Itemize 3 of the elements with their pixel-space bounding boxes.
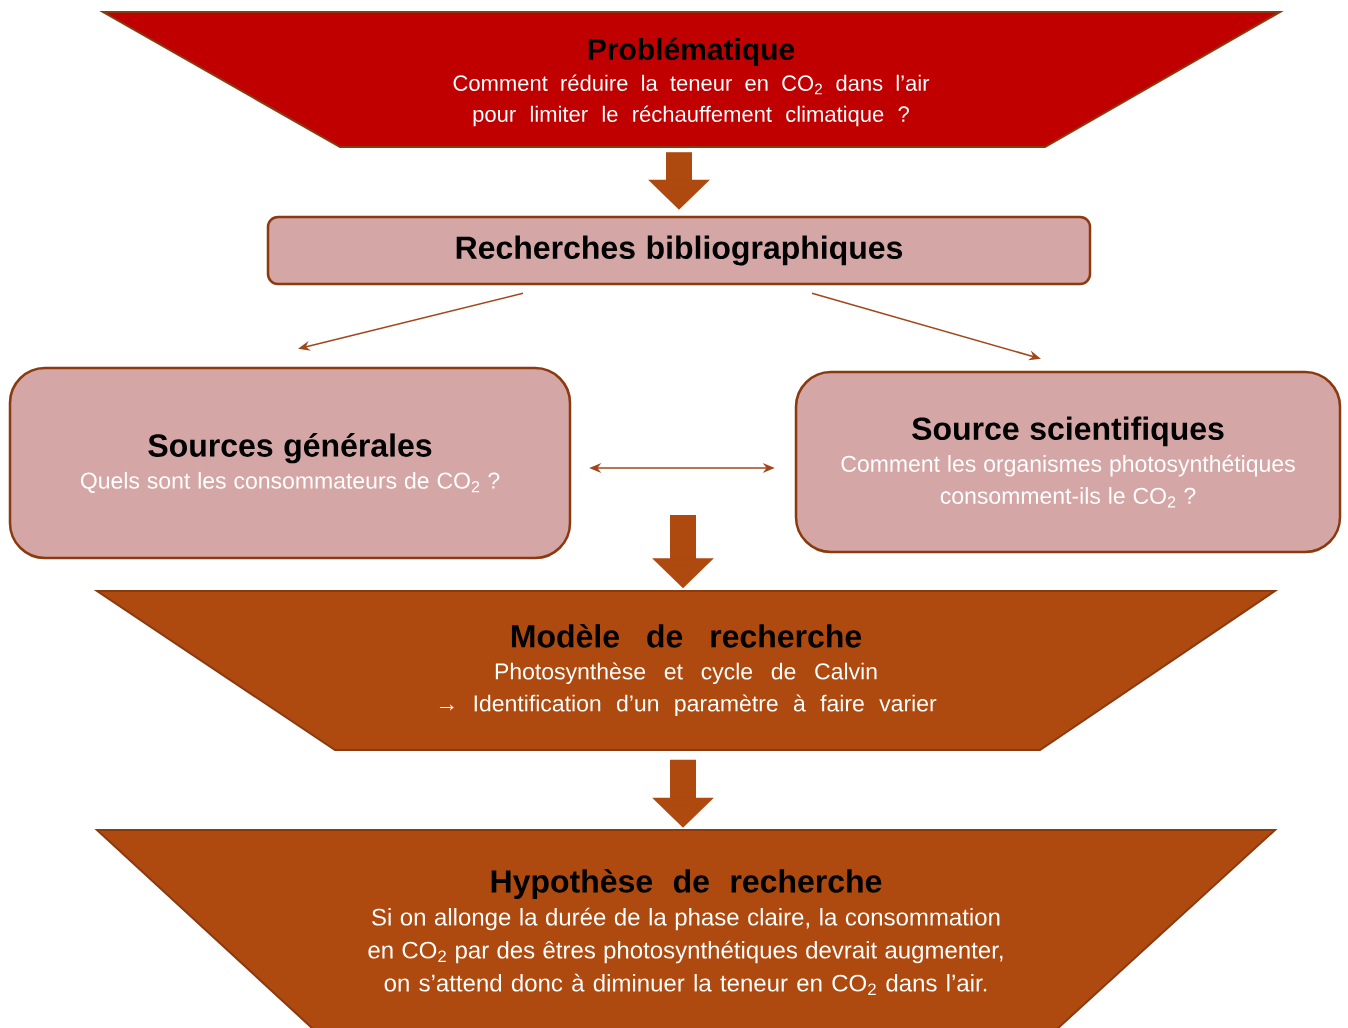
rounded-box: Source scientifiques Comment les organismes photosynthétiques consomment-ils le CO$_{2}$ ?: [794, 370, 1342, 554]
rounded-box: Recherches bibliographiques: [266, 215, 1092, 286]
rounded-box: Sources générales Quels sont les consommateurs de CO$_{2}$ ?: [8, 366, 572, 560]
